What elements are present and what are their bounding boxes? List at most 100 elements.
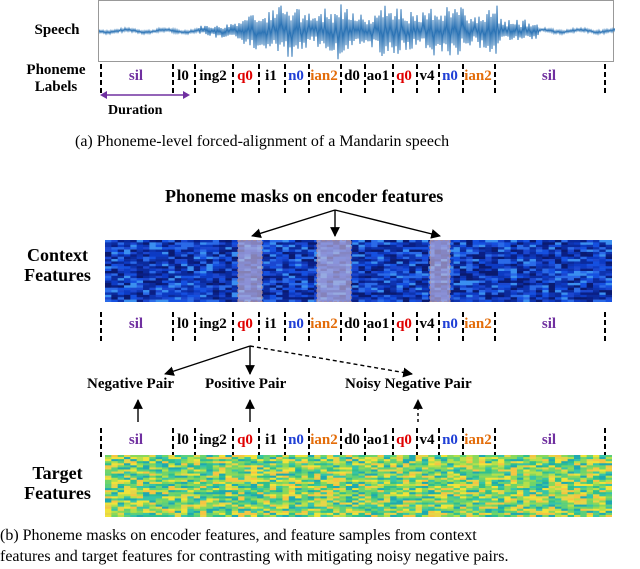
context-features-heatmap: [105, 239, 613, 303]
phoneme-label: n0: [288, 316, 304, 332]
phoneme-label: i1: [265, 432, 277, 448]
phoneme-boundary: [340, 312, 342, 342]
phoneme-label: q0: [237, 432, 253, 448]
phoneme-label: ian2: [310, 316, 338, 332]
phoneme-boundary: [416, 428, 418, 458]
phoneme-mask: [316, 239, 352, 303]
phoneme-label: l0: [177, 68, 189, 84]
phoneme-boundary: [340, 428, 342, 458]
phoneme-mask: [429, 239, 451, 303]
phoneme-label: i1: [265, 68, 277, 84]
phoneme-boundary: [308, 428, 310, 458]
phoneme-label: ao1: [366, 432, 390, 448]
speech-label: Speech: [34, 22, 80, 38]
phoneme-boundary: [416, 312, 418, 342]
phoneme-label: sil: [541, 316, 557, 332]
phoneme-label: sil: [128, 68, 144, 84]
phoneme-label: ian2: [310, 432, 338, 448]
phoneme-label: i1: [265, 316, 277, 332]
phoneme-boundary: [604, 312, 606, 342]
speech-waveform: [98, 0, 616, 62]
phoneme-label: sil: [128, 316, 144, 332]
phoneme-label: n0: [442, 68, 458, 84]
positive-pair-label: Positive Pair: [205, 376, 287, 392]
phoneme-label: q0: [237, 316, 253, 332]
phoneme-boundary: [364, 312, 366, 342]
phoneme-boundary: [604, 428, 606, 458]
target-up-arrows: [133, 399, 423, 422]
phoneme-label: q0: [396, 68, 412, 84]
phoneme-boundary: [604, 64, 606, 94]
phoneme-label: d0: [344, 316, 360, 332]
phoneme-boundary: [438, 312, 440, 342]
phoneme-label: ian2: [464, 68, 492, 84]
phoneme-label: q0: [396, 432, 412, 448]
phoneme-boundary: [494, 428, 496, 458]
pair-arrows: [164, 345, 413, 378]
phoneme-boundary: [340, 64, 342, 94]
phoneme-boundary: [232, 64, 234, 94]
phoneme-label: d0: [344, 68, 360, 84]
phoneme-boundary: [194, 64, 196, 94]
phoneme-label: v4: [419, 432, 435, 448]
duration-label: Duration: [108, 103, 163, 118]
phoneme-row-c: sil l0 ing2 q0 i1 n0 ian2 d0 ao1 q0 v4 n0 ian2 sil: [100, 428, 615, 458]
phoneme-label: d0: [344, 432, 360, 448]
phoneme-boundary: [284, 64, 286, 94]
phoneme-label: ing2: [199, 316, 227, 332]
phoneme-boundary: [438, 64, 440, 94]
phoneme-boundary: [284, 428, 286, 458]
phoneme-boundary: [416, 64, 418, 94]
mask-title: Phoneme masks on encoder features: [165, 186, 444, 206]
phoneme-boundary: [392, 428, 394, 458]
phoneme-mask: [237, 239, 263, 303]
phoneme-boundary: [364, 428, 366, 458]
phoneme-label: ing2: [199, 432, 227, 448]
target-features-label: Target Features: [24, 463, 91, 503]
phoneme-label: l0: [177, 316, 189, 332]
phoneme-label: ian2: [464, 316, 492, 332]
phoneme-label: sil: [541, 68, 557, 84]
phoneme-boundary: [462, 64, 464, 94]
phoneme-boundary: [100, 312, 102, 342]
phoneme-boundary: [462, 428, 464, 458]
phoneme-boundary: [284, 312, 286, 342]
phoneme-boundary: [392, 312, 394, 342]
phoneme-boundary: [172, 312, 174, 342]
phoneme-label: q0: [237, 68, 253, 84]
phoneme-boundary: [258, 64, 260, 94]
context-features-label: Context Features: [24, 245, 91, 285]
phoneme-label: ao1: [366, 68, 390, 84]
phoneme-label: ian2: [464, 432, 492, 448]
caption-a: (a) Phoneme-level forced-alignment of a …: [75, 133, 450, 150]
negative-pair-label: Negative Pair: [87, 376, 175, 392]
phoneme-label: v4: [419, 316, 435, 332]
phoneme-label: sil: [128, 432, 144, 448]
phoneme-label: ao1: [366, 316, 390, 332]
phoneme-label: v4: [419, 68, 435, 84]
caption-b-line2: features and target features for contras…: [0, 548, 509, 565]
noisy-negative-pair-label: Noisy Negative Pair: [345, 376, 472, 392]
phoneme-label: n0: [442, 432, 458, 448]
mask-title-arrows: [251, 209, 441, 239]
phoneme-boundary: [258, 428, 260, 458]
phoneme-boundary: [172, 64, 174, 94]
phoneme-boundary: [100, 64, 102, 94]
phoneme-boundary: [392, 64, 394, 94]
duration-arrow: [100, 91, 190, 99]
phoneme-label: ian2: [310, 68, 338, 84]
phoneme-label: ing2: [199, 68, 227, 84]
phoneme-boundary: [100, 428, 102, 458]
phoneme-boundary: [232, 428, 234, 458]
phoneme-boundary: [364, 64, 366, 94]
phoneme-boundary: [194, 428, 196, 458]
phoneme-labels-label: Phoneme Labels: [26, 62, 86, 95]
phoneme-boundary: [172, 428, 174, 458]
phoneme-label: l0: [177, 432, 189, 448]
phoneme-boundary: [232, 312, 234, 342]
phoneme-label: n0: [288, 432, 304, 448]
phoneme-label: sil: [541, 432, 557, 448]
target-features-heatmap: [105, 455, 613, 518]
phoneme-boundary: [308, 312, 310, 342]
